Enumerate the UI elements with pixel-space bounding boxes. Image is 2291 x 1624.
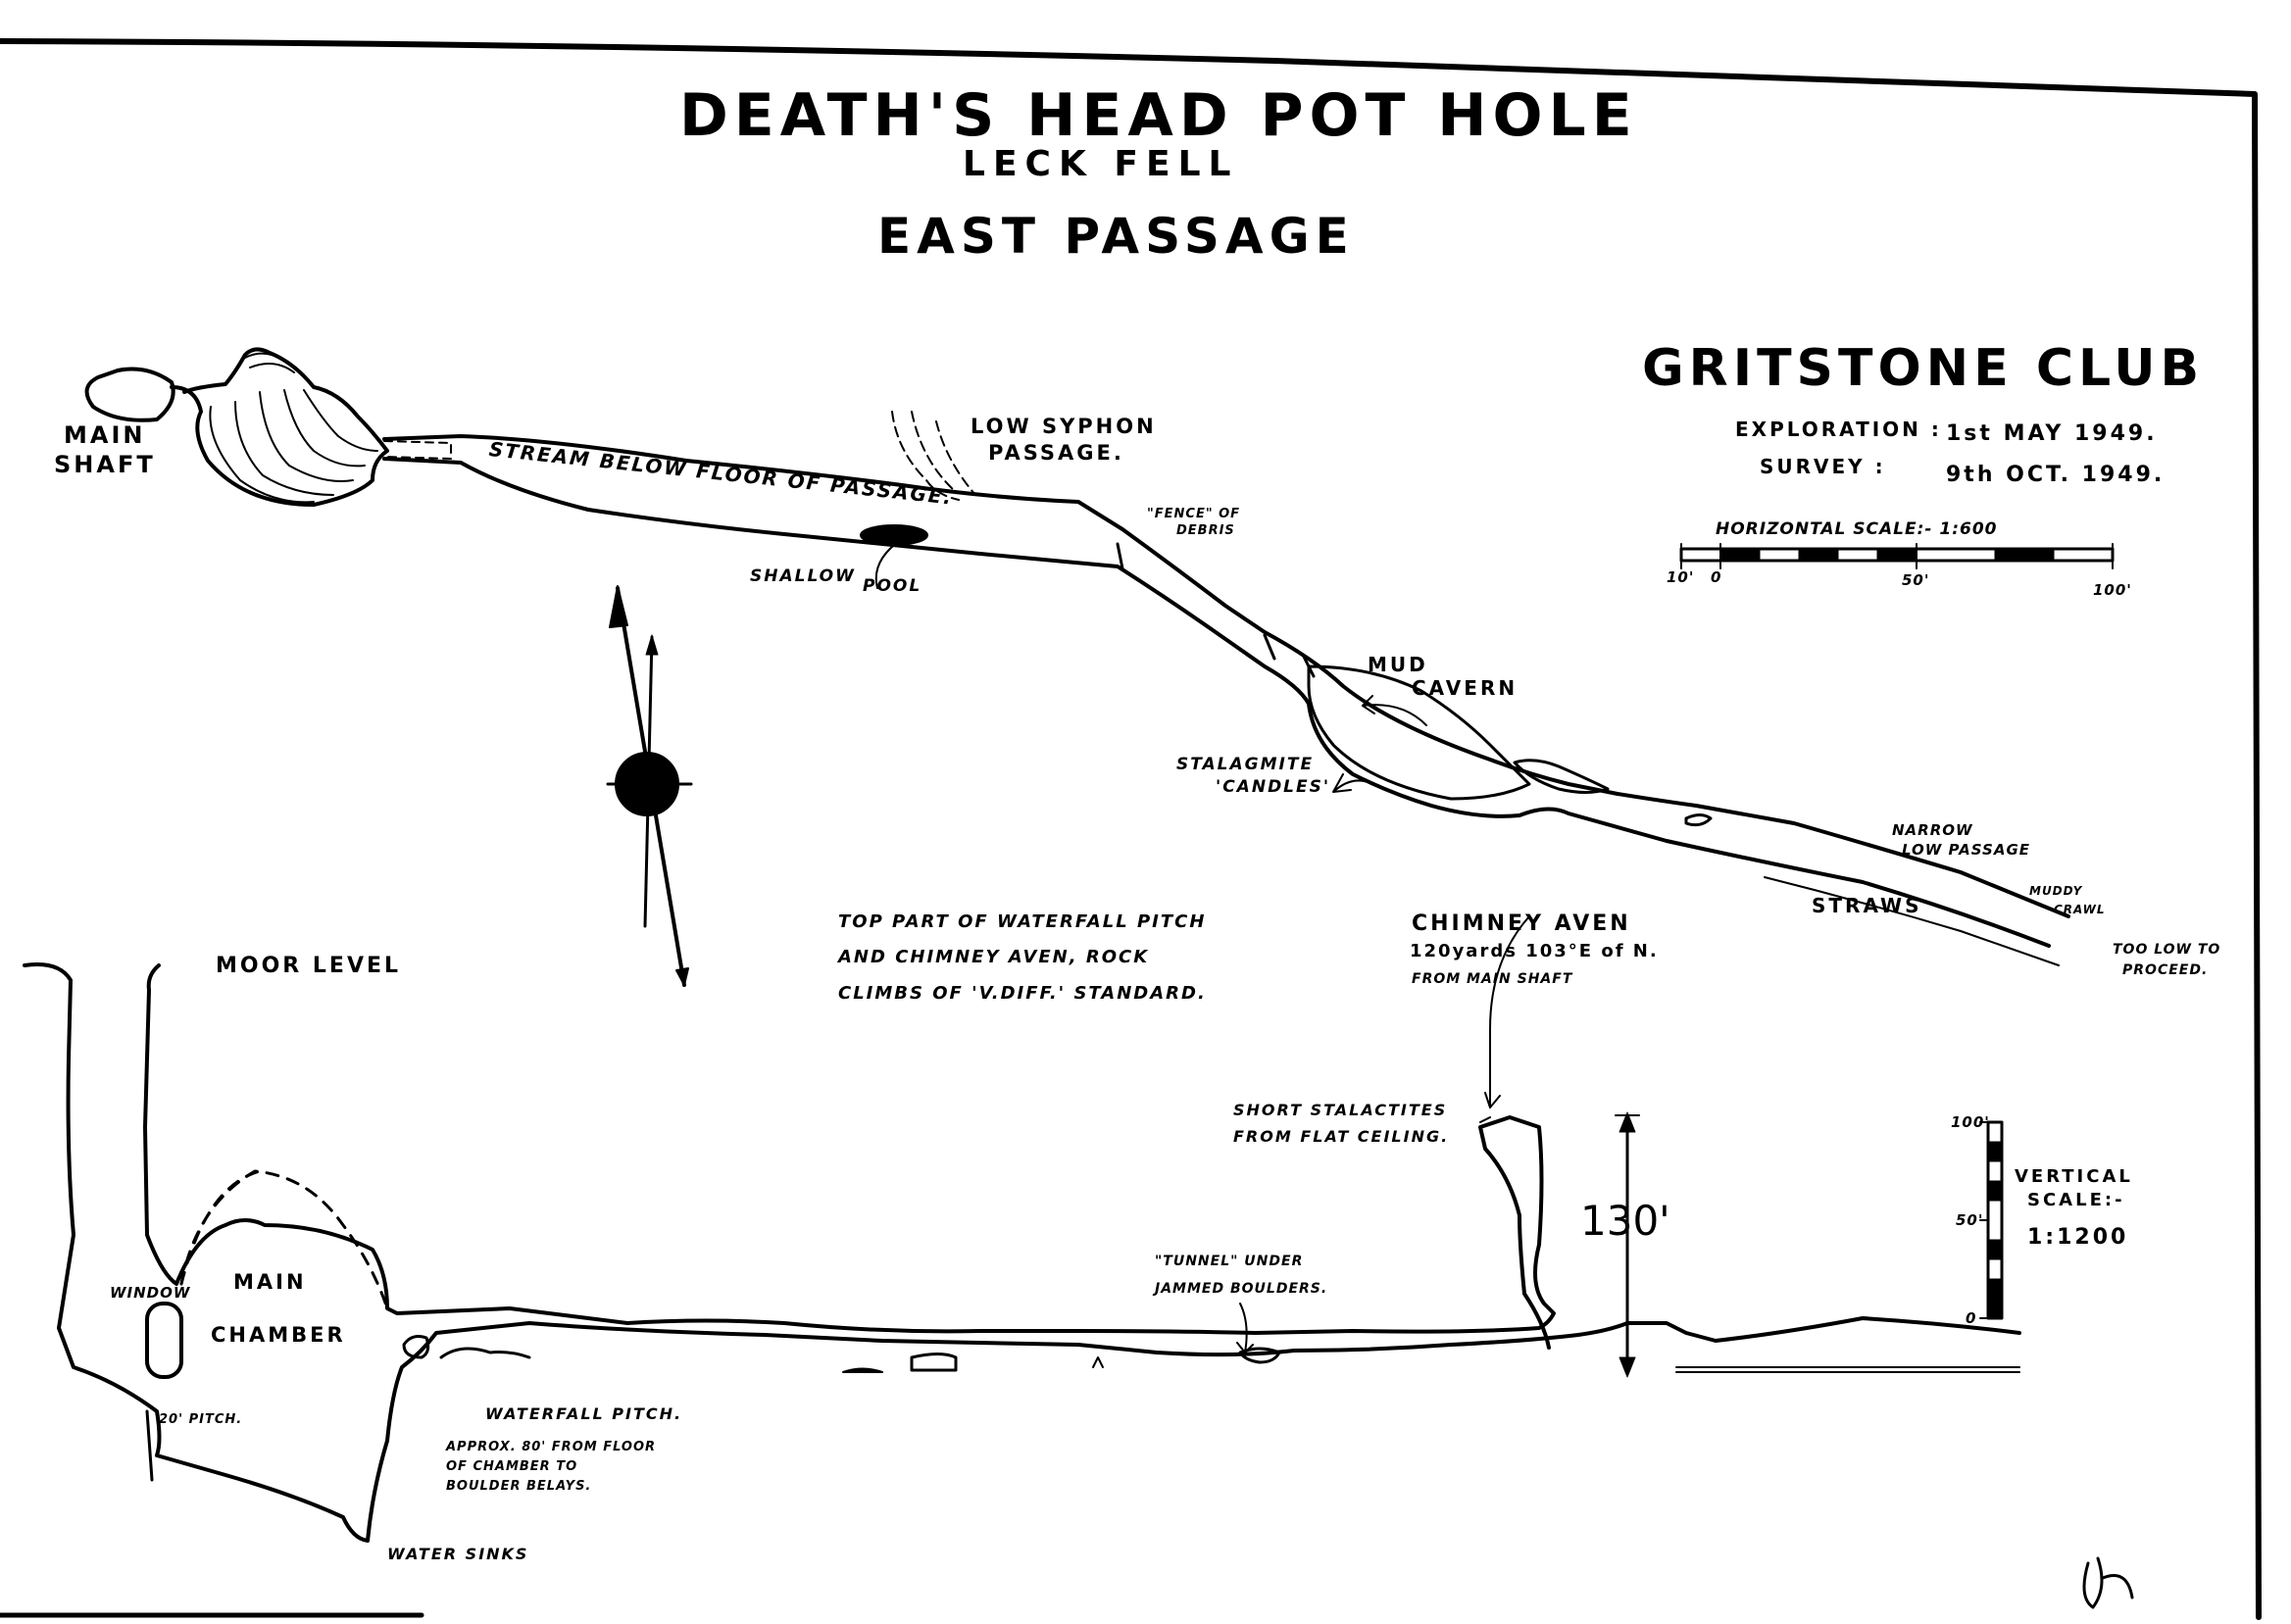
narrow-label-1: NARROW xyxy=(1892,821,1973,839)
main-chamber-label-2: CHAMBER xyxy=(211,1323,346,1347)
mud-cavern-label-1: MUD xyxy=(1368,653,1428,676)
horizontal-scale-bar xyxy=(1679,543,2115,569)
muddy-crawl-label-2: CRAWL xyxy=(2054,903,2106,916)
narrow-label-2: LOW PASSAGE xyxy=(1902,841,2031,859)
chimney-from-label: FROM MAIN SHAFT xyxy=(1412,971,1573,987)
shallow-pool-label-2: POOL xyxy=(863,576,922,596)
window-shape xyxy=(145,1302,183,1379)
vscale-tick-100: 100' xyxy=(1951,1113,1990,1131)
stream-dashes xyxy=(383,440,452,460)
vertical-scale-label-2: SCALE:- xyxy=(2027,1190,2125,1210)
frame-border xyxy=(0,38,2262,1620)
survey-date: 9th OCT. 1949. xyxy=(1946,463,2166,487)
waterfall-pitch-label: WATERFALL PITCH. xyxy=(485,1404,683,1423)
straws-label: STRAWS xyxy=(1812,894,1922,917)
climb-note-3: CLIMBS OF 'V.DIFF.' STANDARD. xyxy=(838,983,1207,1004)
exploration-date: 1st MAY 1949. xyxy=(1946,421,2158,446)
exploration-label: EXPLORATION : xyxy=(1735,418,1942,441)
club-name: GRITSTONE CLUB xyxy=(1642,339,2205,398)
survey-label: SURVEY : xyxy=(1760,455,1886,478)
straws-line xyxy=(1764,876,2060,966)
height-label: 130' xyxy=(1580,1197,1670,1245)
signature-mark xyxy=(2082,1556,2134,1609)
vscale-tick-50: 50' xyxy=(1956,1211,1984,1229)
tunnel-label-2: JAMMED BOULDERS. xyxy=(1155,1281,1328,1297)
stalagmite-label-2: 'CANDLES' xyxy=(1216,777,1331,797)
climb-note-2: AND CHIMNEY AVEN, ROCK xyxy=(838,947,1150,967)
moor-level-label: MOOR LEVEL xyxy=(216,954,402,978)
fence-label-2: DEBRIS xyxy=(1176,523,1235,538)
map-location: LECK FELL xyxy=(963,144,1239,184)
fence-label-1: "FENCE" OF xyxy=(1147,507,1241,521)
hscale-tick-50: 50' xyxy=(1902,571,1930,589)
main-shaft-plan xyxy=(84,347,389,507)
hscale-tick-100: 100' xyxy=(2093,581,2132,599)
muddy-crawl-label-1: MUDDY xyxy=(2029,884,2083,898)
main-shaft-label-1: MAIN xyxy=(64,421,146,449)
window-label: WINDOW xyxy=(110,1284,191,1302)
east-passage-plan xyxy=(382,411,2070,966)
vertical-scale-bar xyxy=(1979,1120,2004,1320)
horizontal-scale-label: HORIZONTAL SCALE:- 1:600 xyxy=(1716,519,1998,539)
vscale-tick-0: 0 xyxy=(1966,1309,1977,1327)
map-section-title: EAST PASSAGE xyxy=(877,208,1355,265)
climb-note-1: TOP PART OF WATERFALL PITCH xyxy=(838,911,1207,932)
chimney-aven-label: CHIMNEY AVEN xyxy=(1412,911,1631,936)
hscale-tick-10: 10' xyxy=(1667,568,1695,586)
vertical-scale-ratio: 1:1200 xyxy=(2027,1225,2129,1250)
too-low-label-1: TOO LOW TO xyxy=(2113,942,2221,958)
elevation-section xyxy=(23,915,2021,1543)
height-dimension xyxy=(1615,1111,1640,1378)
hscale-tick-0: 0 xyxy=(1711,568,1722,586)
shallow-pool-label-1: SHALLOW xyxy=(750,566,856,586)
low-syphon-label-1: LOW SYPHON xyxy=(971,415,1157,438)
tunnel-label-1: "TUNNEL" UNDER xyxy=(1155,1254,1304,1269)
chimney-bearing-label: 120yards 103°E of N. xyxy=(1410,941,1659,961)
vertical-scale-label-1: VERTICAL xyxy=(2015,1166,2133,1187)
main-shaft-label-2: SHAFT xyxy=(54,451,156,478)
mud-cavern-label-2: CAVERN xyxy=(1412,676,1519,700)
water-sinks-label: WATER SINKS xyxy=(387,1545,529,1563)
stalagmite-label-1: STALAGMITE xyxy=(1176,755,1315,774)
low-syphon-label-2: PASSAGE. xyxy=(988,441,1124,465)
short-stalactites-label-1: SHORT STALACTITES xyxy=(1233,1101,1448,1119)
north-arrow xyxy=(606,585,693,987)
main-chamber-label-1: MAIN xyxy=(233,1270,307,1294)
shallow-pool-shape xyxy=(860,524,928,546)
pitch-20-label: 20' PITCH. xyxy=(159,1412,243,1427)
short-stalactites-label-2: FROM FLAT CEILING. xyxy=(1233,1127,1450,1146)
approx-note-2: OF CHAMBER TO xyxy=(446,1459,578,1474)
approx-note-3: BOULDER BELAYS. xyxy=(446,1479,592,1494)
approx-note-1: APPROX. 80' FROM FLOOR xyxy=(446,1440,657,1454)
too-low-label-2: PROCEED. xyxy=(2122,962,2209,978)
map-title: DEATH'S HEAD POT HOLE xyxy=(679,81,1638,150)
